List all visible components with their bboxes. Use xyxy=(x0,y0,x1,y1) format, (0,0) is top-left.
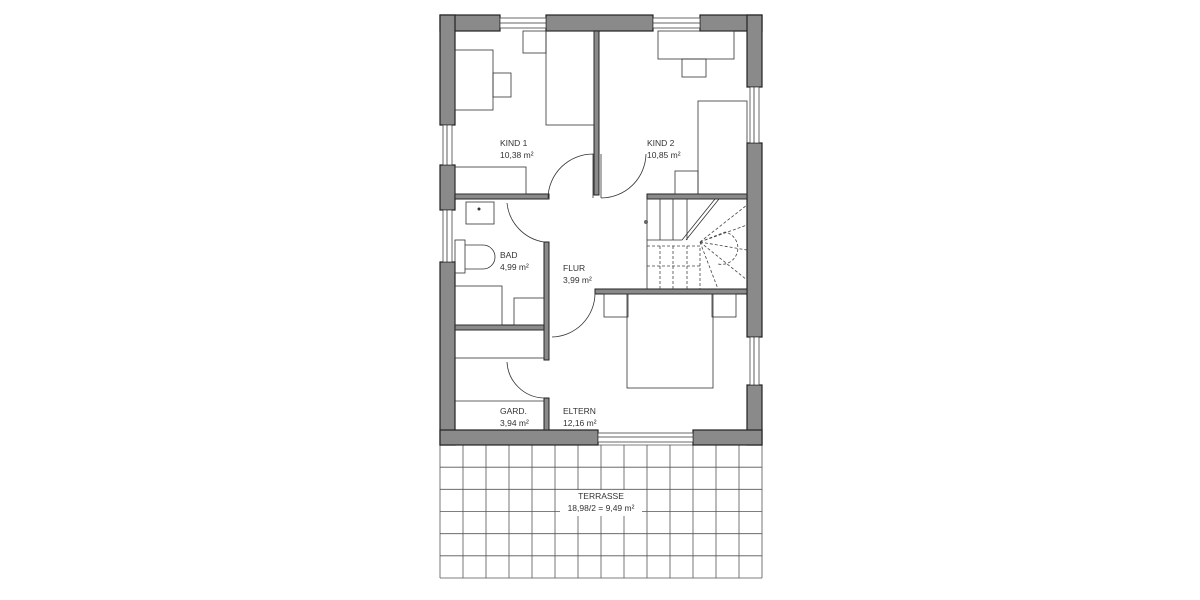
room-name-bad: BAD xyxy=(500,250,517,260)
room-area-flur: 3,99 m² xyxy=(563,275,592,285)
room-area-kind1: 10,38 m² xyxy=(500,150,534,160)
windows xyxy=(442,17,760,443)
room-name-flur: FLUR xyxy=(563,263,585,273)
doors xyxy=(506,153,647,399)
room-name-kind2: KIND 2 xyxy=(647,138,675,148)
room-name-kind1: KIND 1 xyxy=(500,138,528,148)
room-area-bad: 4,99 m² xyxy=(500,262,529,272)
room-labels: KIND 1 10,38 m² KIND 2 10,85 m² BAD 4,99… xyxy=(500,138,681,516)
room-name-gard: GARD. xyxy=(500,406,527,416)
terrace-tiles xyxy=(439,444,763,579)
room-area-eltern: 12,16 m² xyxy=(563,418,597,428)
outer-walls xyxy=(439,14,763,446)
terrace-area: 18,98/2 = 9,49 m² xyxy=(568,503,635,513)
room-area-gard: 3,94 m² xyxy=(500,418,529,428)
terrace-name: TERRASSE xyxy=(578,491,624,501)
furniture xyxy=(454,30,748,402)
room-area-kind2: 10,85 m² xyxy=(647,150,681,160)
interior-walls xyxy=(454,30,748,431)
room-name-eltern: ELTERN xyxy=(563,406,596,416)
